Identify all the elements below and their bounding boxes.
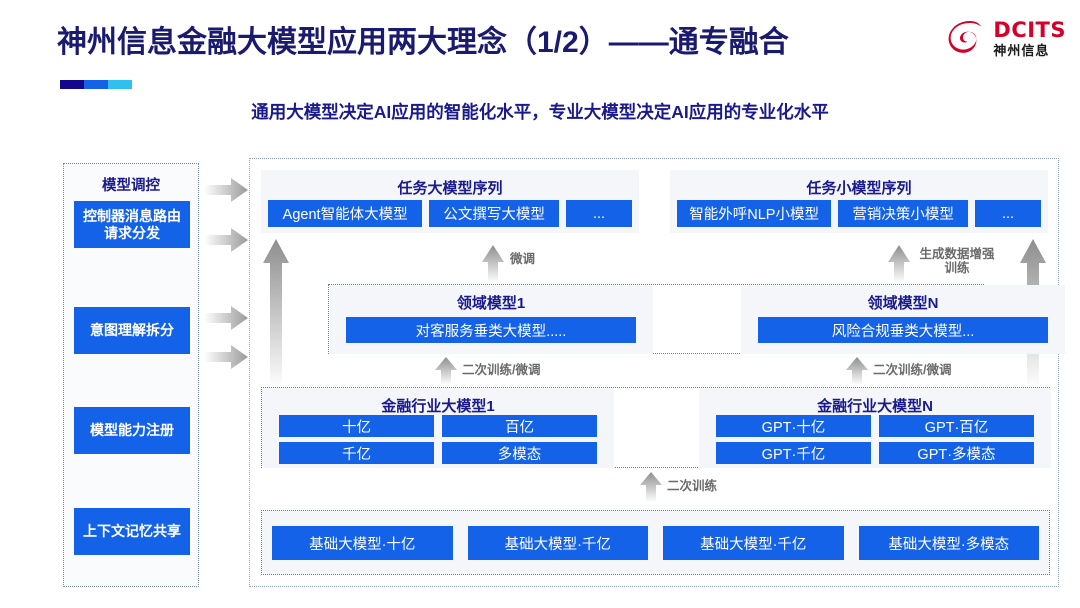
arrow-label-retrain-finetune-left: 二次训练/微调 (462, 363, 541, 377)
arrow-label-data-aug: 生成数据增强训练 (919, 247, 995, 276)
domain-model-frame: 领域模型1 对客服务垂类大模型..... 领域模型N 风险合规垂类大模型... (328, 284, 1065, 354)
logo-cn-text: 神州信息 (993, 42, 1050, 58)
chip-base-trillion[interactable]: 基础大模型·千亿 (663, 526, 844, 560)
chip-document-writing[interactable]: 公文撰写大模型 (429, 200, 560, 227)
chip-agent-model[interactable]: Agent智能体大模型 (268, 200, 423, 227)
domain-model-1-title: 领域模型1 (456, 295, 526, 312)
chip-ind1-10billion[interactable]: 百亿 (442, 415, 597, 437)
chip-risk-compliance-model[interactable]: 风险合规垂类大模型... (758, 317, 1048, 343)
flow-arrow-right-4 (204, 345, 248, 369)
control-item-router[interactable]: 控制器消息路由请求分发 (74, 201, 190, 248)
chip-ind1-multimodal[interactable]: 多模态 (442, 442, 597, 464)
chip-base-multimodal[interactable]: 基础大模型·多模态 (858, 526, 1039, 560)
flow-arrow-up-retrain-left (435, 357, 457, 385)
flow-arrow-right-2 (204, 228, 248, 252)
page-title: 神州信息金融大模型应用两大理念（1/2）——通专融合 (57, 26, 789, 59)
industry-model-n-panel: 金融行业大模型N GPT·十亿 GPT·百亿 GPT·千亿 GPT·多模态 (699, 388, 1051, 468)
domain-model-1-panel: 领域模型1 对客服务垂类大模型..... (329, 285, 653, 354)
control-panel: 模型调控 控制器消息路由请求分发 意图理解拆分 模型能力注册 上下文记忆共享 (63, 163, 199, 587)
chip-indn-gpt-billion[interactable]: GPT·十亿 (716, 415, 871, 437)
industry-model-n-title: 金融行业大模型N (817, 398, 933, 415)
dcits-swirl-icon (948, 20, 983, 53)
chip-customer-service-model[interactable]: 对客服务垂类大模型..... (346, 317, 636, 343)
control-item-registry[interactable]: 模型能力注册 (74, 407, 190, 454)
base-model-frame: 基础大模型·十亿 基础大模型·千亿 基础大模型·千亿 基础大模型·多模态 (261, 510, 1050, 575)
flow-arrow-up-retrain-right (846, 357, 868, 385)
industry-model-1-title: 金融行业大模型1 (381, 398, 495, 415)
accent-segment-2 (83, 80, 108, 89)
control-panel-title: 模型调控 (102, 178, 160, 194)
control-item-intent[interactable]: 意图理解拆分 (74, 307, 190, 354)
chip-outbound-nlp[interactable]: 智能外呼NLP小模型 (677, 200, 832, 227)
logo-en-text: DCITS (993, 17, 1066, 42)
task-large-model-panel: 任务大模型序列 Agent智能体大模型 公文撰写大模型 ... (261, 170, 639, 233)
page-subtitle: 通用大模型决定AI应用的智能化水平，专业大模型决定AI应用的专业化水平 (251, 102, 829, 122)
industry-model-frame: 金融行业大模型1 十亿 百亿 千亿 多模态 金融行业大模型N GPT·十亿 GP… (261, 387, 1051, 468)
domain-model-n-title: 领域模型N (867, 295, 939, 312)
task-small-model-chips: 智能外呼NLP小模型 营销决策小模型 ... (677, 200, 1041, 227)
chip-indn-gpt-10billion[interactable]: GPT·百亿 (879, 415, 1034, 437)
flow-arrow-up-finetune (482, 245, 504, 283)
chip-indn-gpt-100billion[interactable]: GPT·千亿 (716, 442, 871, 464)
arrow-label-retrain: 二次训练 (667, 479, 718, 493)
chip-ind1-100billion[interactable]: 千亿 (279, 442, 434, 464)
chip-ind1-billion[interactable]: 十亿 (279, 415, 434, 437)
arrow-label-finetune: 微调 (510, 252, 536, 266)
control-item-context[interactable]: 上下文记忆共享 (74, 508, 190, 555)
accent-segment-3 (107, 80, 132, 89)
chip-indn-gpt-multimodal[interactable]: GPT·多模态 (879, 442, 1034, 464)
task-large-model-title: 任务大模型序列 (397, 180, 503, 197)
task-small-model-title: 任务小模型序列 (806, 180, 912, 197)
flow-arrow-up-data-aug (888, 245, 910, 283)
accent-segment-1 (60, 80, 84, 89)
architecture-diagram: 任务大模型序列 Agent智能体大模型 公文撰写大模型 ... 任务小模型序列 … (249, 158, 1065, 587)
domain-model-n-panel: 领域模型N 风险合规垂类大模型... (741, 285, 1065, 354)
industry-model-1-chips: 十亿 百亿 千亿 多模态 (279, 415, 597, 464)
flow-arrow-up-retrain (640, 472, 662, 502)
chip-more-small-tasks[interactable]: ... (975, 200, 1041, 227)
flow-arrow-right-3 (204, 306, 248, 330)
chip-marketing-model[interactable]: 营销决策小模型 (838, 200, 969, 227)
company-logo: DCITS 神州信息 (947, 18, 1066, 58)
task-small-model-panel: 任务小模型序列 智能外呼NLP小模型 营销决策小模型 ... (670, 170, 1048, 233)
flow-arrow-up-tall-left (263, 239, 289, 389)
base-model-chips: 基础大模型·十亿 基础大模型·千亿 基础大模型·千亿 基础大模型·多模态 (272, 526, 1039, 560)
flow-arrow-right-1 (204, 178, 248, 202)
chip-base-billion[interactable]: 基础大模型·十亿 (272, 526, 453, 560)
task-large-model-chips: Agent智能体大模型 公文撰写大模型 ... (268, 200, 632, 227)
accent-bar (60, 80, 132, 89)
chip-base-100billion[interactable]: 基础大模型·千亿 (467, 526, 648, 560)
industry-model-n-chips: GPT·十亿 GPT·百亿 GPT·千亿 GPT·多模态 (716, 415, 1034, 464)
chip-more-large-tasks[interactable]: ... (566, 200, 632, 227)
industry-model-1-panel: 金融行业大模型1 十亿 百亿 千亿 多模态 (262, 388, 614, 468)
arrow-label-retrain-finetune-right: 二次训练/微调 (873, 363, 952, 377)
